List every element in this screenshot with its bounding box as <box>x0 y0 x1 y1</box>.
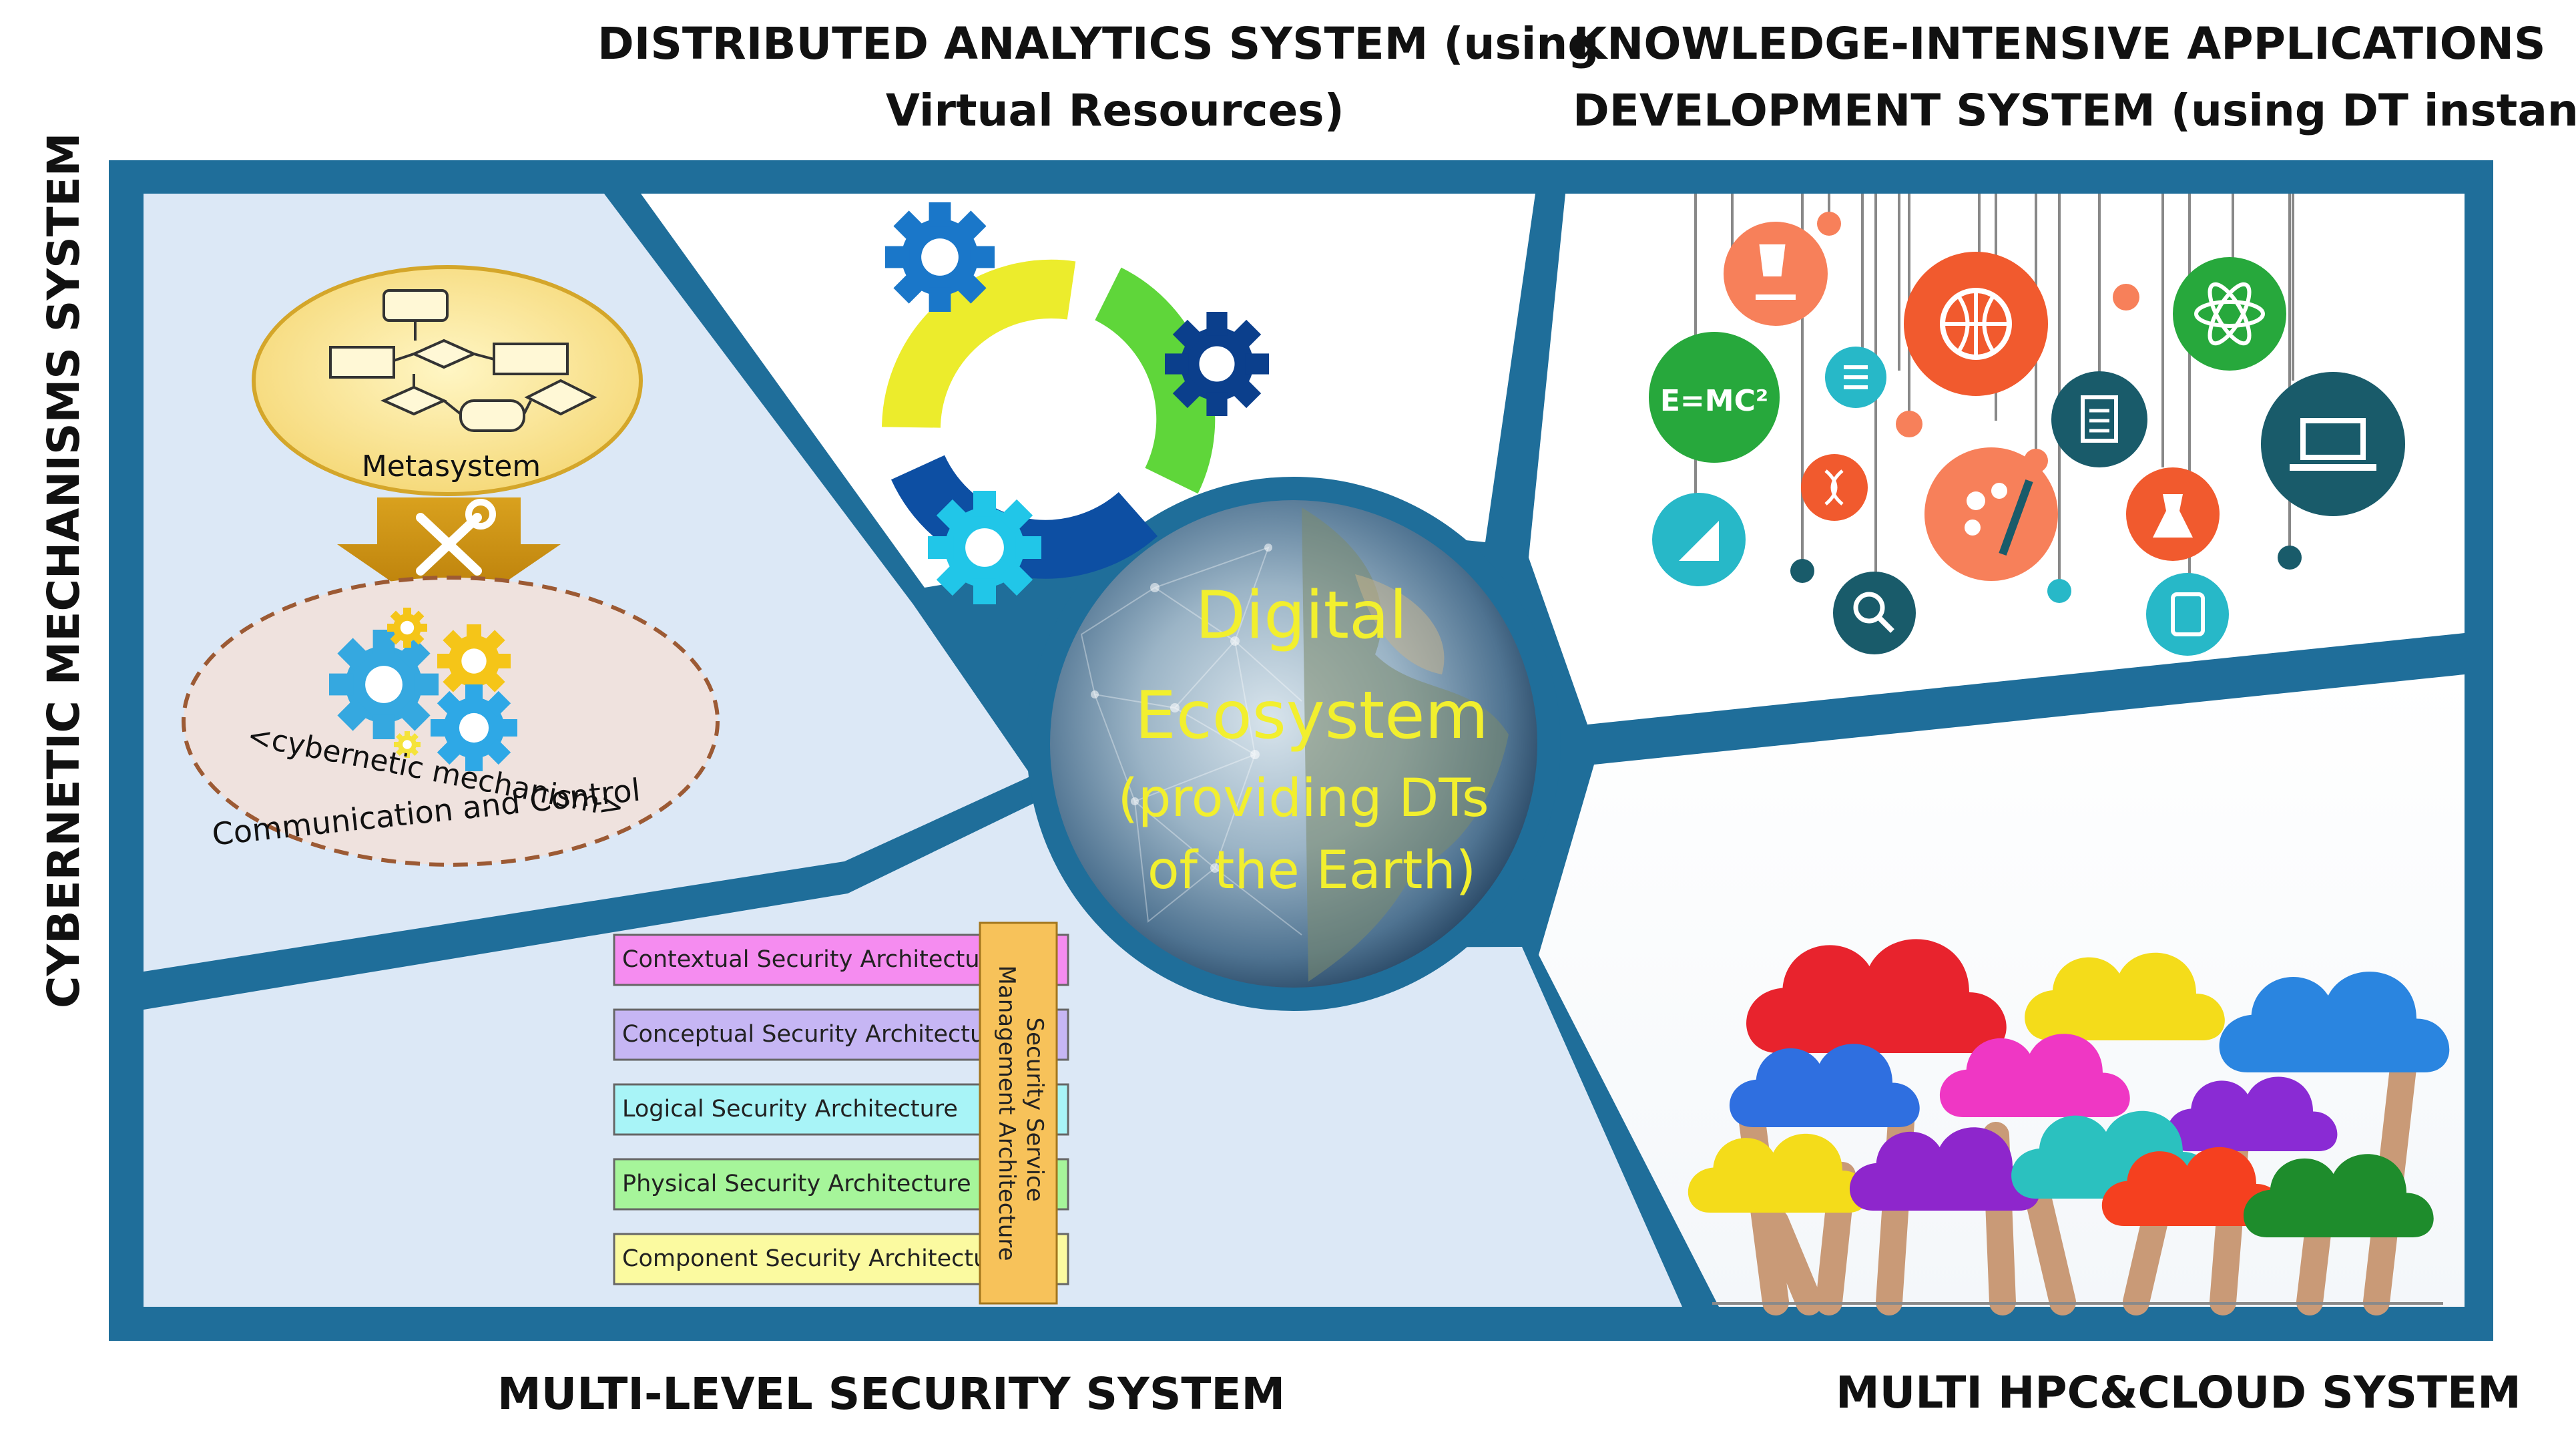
potion-icon <box>2126 467 2220 561</box>
security-service-line1: Security Service <box>1021 1018 1048 1202</box>
metasystem-arrow <box>337 497 561 621</box>
laptop-icon <box>2261 372 2405 516</box>
caption-knowledge-line1: KNOWLEDGE-INTENSIVE APPLICATIONS <box>1573 18 2546 69</box>
flowchart-icon <box>329 289 597 432</box>
security-layer-label: Contextual Security Architecture <box>622 946 1003 973</box>
security-layer-label: Conceptual Security Architecture <box>622 1021 1008 1048</box>
microscope-icon <box>1724 222 1828 326</box>
calculator-icon <box>2146 573 2229 656</box>
security-service-bar <box>979 921 1058 1305</box>
gear-navy-icon <box>1165 312 1269 416</box>
security-layer-label: Logical Security Architecture <box>622 1096 958 1122</box>
globe-line-2: Ecosystem <box>1135 678 1489 754</box>
globe-title: Digital Ecosystem <box>1135 578 1489 754</box>
search-icon <box>1833 572 1916 654</box>
security-service-line2: Management Architecture <box>993 966 1020 1261</box>
hanging-dots <box>1790 212 2302 603</box>
metasystem-label: Metasystem <box>362 449 541 483</box>
tools-icon <box>416 499 496 576</box>
caption-multi-level-security: MULTI-LEVEL SECURITY SYSTEM <box>497 1368 1286 1420</box>
caption-multi-hpc-cloud: MULTI HPC&CLOUD SYSTEM <box>1836 1367 2521 1418</box>
globe-line-3: (providing DTs <box>1117 769 1489 829</box>
caption-distributed-analytics: DISTRIBUTED ANALYTICS SYSTEM (using Virt… <box>597 11 1599 144</box>
globe-earth <box>1050 500 1537 988</box>
ruler-icon <box>1652 493 1746 586</box>
list-icon <box>1825 347 1886 408</box>
dna-icon <box>1801 454 1868 521</box>
security-layer-logical: Logical Security Architecture <box>613 1083 1069 1136</box>
metasystem-ellipse <box>252 265 643 496</box>
gear-cyan-icon <box>928 491 1041 604</box>
caption-knowledge-line2: DEVELOPMENT SYSTEM (using DT instances) <box>1573 85 2576 136</box>
caption-knowledge-intensive: KNOWLEDGE-INTENSIVE APPLICATIONS DEVELOP… <box>1573 11 2576 144</box>
security-layer-label: Physical Security Architecture <box>622 1171 971 1197</box>
globe-subtitle: (providing DTs of the Earth) <box>1117 769 1505 901</box>
gear-blue-icon <box>885 202 995 312</box>
formula-label: E=MC² <box>1660 384 1768 418</box>
security-service-label: Security Service Management Architecture <box>993 966 1048 1261</box>
globe-line-1: Digital <box>1196 578 1408 654</box>
palette-icon <box>1924 447 2058 581</box>
caption-distributed-line2: Virtual Resources) <box>885 85 1344 136</box>
formula-icon: E=MC² <box>1649 332 1780 463</box>
clipboard-icon <box>2051 371 2147 467</box>
globe-line-4: of the Earth) <box>1147 841 1476 901</box>
security-layer-label: Component Security Architecture <box>622 1245 1011 1272</box>
security-stack: Contextual Security Architecture Concept… <box>613 921 1069 1305</box>
globe-icon <box>1904 252 2048 396</box>
atom-icon <box>2173 257 2286 371</box>
caption-distributed-line1: DISTRIBUTED ANALYTICS SYSTEM (using <box>597 18 1599 69</box>
